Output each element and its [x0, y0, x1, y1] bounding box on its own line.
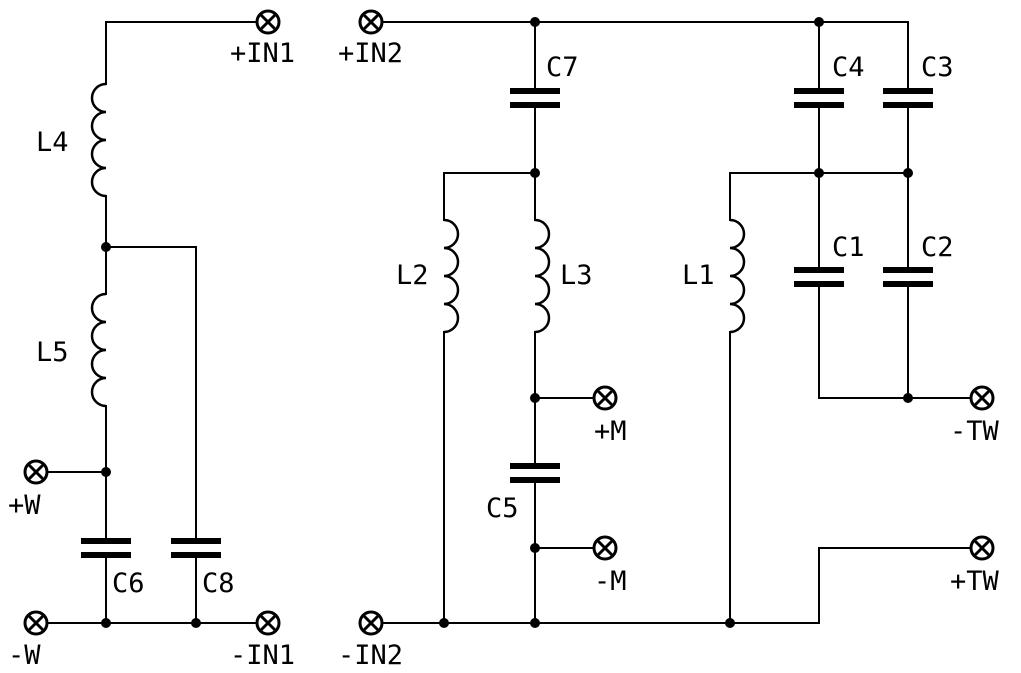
junction-dot [530, 393, 540, 403]
component-label-l2: L2 [396, 260, 429, 291]
junction-dot [530, 543, 540, 553]
inductor-L3 [534, 218, 551, 334]
junction-dot [814, 168, 824, 178]
terminal-m-neg [592, 535, 618, 561]
terminal-tw-neg [969, 385, 995, 411]
inductor-L5 [90, 292, 107, 408]
component-label-l1: L1 [682, 260, 715, 291]
component-label-c4: C4 [832, 52, 865, 83]
terminal-tw-pos [969, 535, 995, 561]
component-label-l3: L3 [560, 260, 593, 291]
component-label-c8: C8 [202, 568, 235, 599]
component-label-c7: C7 [546, 52, 579, 83]
junction-dot [101, 467, 111, 477]
component-label-c5: C5 [486, 493, 519, 524]
terminal-in1-pos [255, 9, 281, 35]
junction-dot [530, 168, 540, 178]
component-label-c3: C3 [921, 52, 954, 83]
terminal-in2-neg [358, 610, 384, 636]
terminal-label-tw-pos: +TW [950, 566, 1000, 597]
junction-dot [903, 168, 913, 178]
component-label-c2: C2 [921, 232, 954, 263]
terminal-m-pos [592, 385, 618, 411]
junction-dot [814, 17, 824, 27]
junction-dot [530, 618, 540, 628]
terminal-label-tw-neg: -TW [950, 416, 1000, 447]
terminal-label-m-neg: -M [594, 566, 627, 597]
terminal-in1-neg [255, 610, 281, 636]
junction-dot [530, 17, 540, 27]
component-label-c6: C6 [112, 568, 145, 599]
terminal-label-w-neg: -W [8, 640, 41, 671]
terminal-label-in1-pos: +IN1 [230, 38, 295, 69]
junction-dot [439, 618, 449, 628]
terminal-label-in2-neg: -IN2 [338, 640, 403, 671]
inductor-L4 [90, 82, 107, 198]
component-label-l4: L4 [36, 127, 69, 158]
inductor-L1 [729, 218, 746, 334]
terminal-w-neg [23, 610, 49, 636]
junction-dot [191, 618, 201, 628]
mid-tweeter-section: +IN2 C7 C4 C3 L2 L3 L1 C1 C2 +M -TW C5 -… [338, 9, 1000, 671]
inductor-L2 [443, 218, 460, 334]
junction-dot [725, 618, 735, 628]
terminal-label-in1-neg: -IN1 [230, 640, 295, 671]
terminal-label-w-pos: +W [8, 490, 41, 521]
woofer-section: +IN1 L4 L5 +W C6 C8 -W -IN1 [8, 9, 295, 671]
junction-dot [903, 393, 913, 403]
terminal-label-m-pos: +M [594, 416, 627, 447]
terminal-in2-pos [358, 9, 384, 35]
terminal-w-pos [23, 459, 49, 485]
junction-dot [101, 618, 111, 628]
junction-dot [101, 242, 111, 252]
terminal-label-in2-pos: +IN2 [338, 38, 403, 69]
component-label-l5: L5 [36, 337, 69, 368]
component-label-c1: C1 [832, 232, 865, 263]
